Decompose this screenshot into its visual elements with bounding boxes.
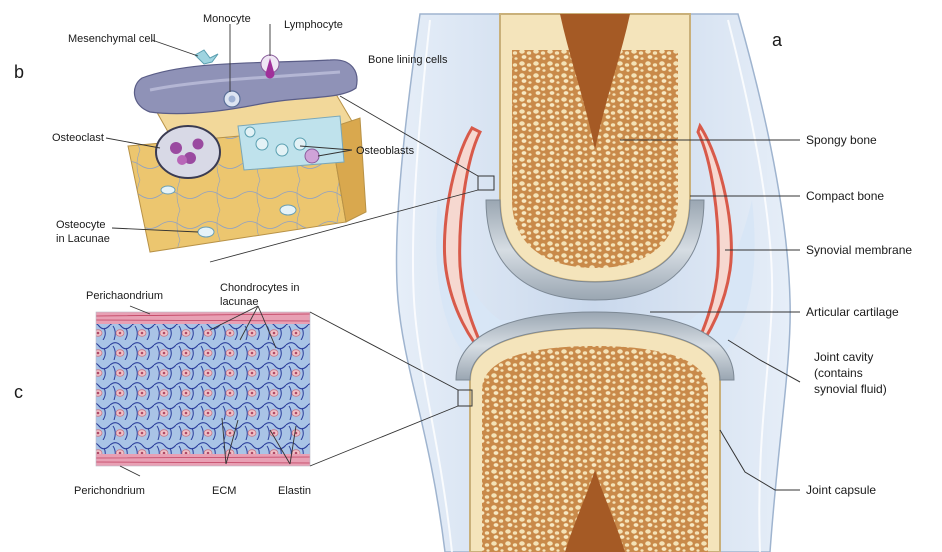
- label-lymphocyte: Lymphocyte: [284, 18, 343, 32]
- perichondrium-top: [96, 312, 310, 324]
- osteocyte-cell: [198, 227, 214, 237]
- perichondrium-bottom: [96, 454, 310, 466]
- label-articular-cartilage: Articular cartilage: [806, 305, 899, 319]
- label-osteocyte-line2: in Lacunae: [56, 232, 110, 246]
- label-perichondrium: Perichondrium: [74, 484, 145, 498]
- label-chondrocytes-line1: Chondrocytes in: [220, 281, 300, 295]
- label-osteoclast: Osteoclast: [52, 131, 104, 145]
- synovial-joint-illustration: [397, 14, 791, 552]
- label-elastin: Elastin: [278, 484, 311, 498]
- label-mesenchymal-cell: Mesenchymal cell: [68, 32, 155, 46]
- label-osteocyte-line1: Osteocyte: [56, 218, 106, 232]
- label-chondrocytes-line2: lacunae: [220, 295, 259, 309]
- panel-letter-a: a: [772, 30, 782, 51]
- label-joint-capsule: Joint capsule: [806, 483, 876, 497]
- osteoclast-cell: [156, 126, 220, 178]
- label-bone-lining-cells: Bone lining cells: [368, 53, 448, 67]
- bone-tissue-illustration: [128, 50, 366, 252]
- mesenchymal-cell: [195, 50, 218, 64]
- label-joint-cavity-line1: Joint cavity: [814, 350, 873, 364]
- label-ecm: ECM: [212, 484, 236, 498]
- cartilage-matrix: [96, 324, 310, 454]
- label-osteoblasts: Osteoblasts: [356, 144, 414, 158]
- label-monocyte: Monocyte: [203, 12, 251, 26]
- panel-letter-b: b: [14, 62, 24, 83]
- label-joint-cavity-line3: synovial fluid): [814, 382, 887, 396]
- label-spongy-bone: Spongy bone: [806, 133, 877, 147]
- label-compact-bone: Compact bone: [806, 189, 884, 203]
- label-perichaondrium: Perichaondrium: [86, 289, 163, 303]
- label-joint-cavity-line2: (contains: [814, 366, 863, 380]
- label-synovial-membrane: Synovial membrane: [806, 243, 912, 257]
- panel-letter-c: c: [14, 382, 23, 403]
